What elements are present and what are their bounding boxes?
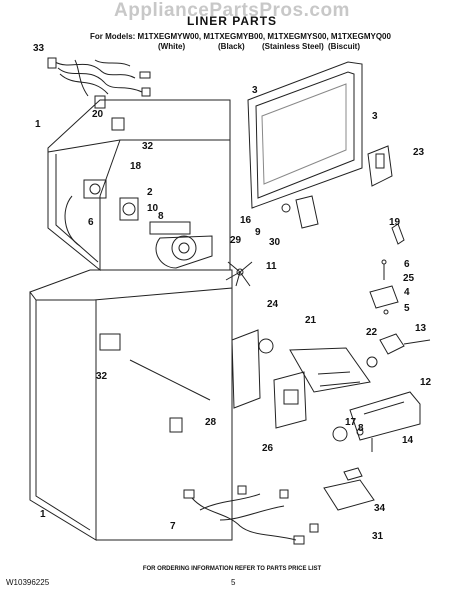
light-lens	[323, 467, 375, 511]
fan-blade	[225, 261, 253, 287]
variant-black: (Black)	[218, 42, 245, 51]
callout-28: 28	[205, 417, 217, 428]
callout-25: 25	[403, 273, 415, 284]
callout-32-top: 32	[142, 141, 154, 152]
callout-6-right: 6	[404, 259, 410, 270]
page-title: LINER PARTS	[186, 14, 278, 28]
callout-24: 24	[267, 299, 279, 310]
small-hardware	[332, 426, 373, 452]
page-number: 5	[231, 578, 236, 587]
callout-6-left: 6	[88, 217, 94, 228]
variant-biscuit: (Biscuit)	[328, 42, 360, 51]
callout-18: 18	[130, 161, 142, 172]
callout-9: 9	[255, 227, 261, 238]
callout-14: 14	[402, 435, 414, 446]
callout-23: 23	[413, 147, 425, 158]
callout-13: 13	[415, 323, 427, 334]
callout-7: 7	[170, 521, 176, 532]
callout-5: 5	[404, 303, 410, 314]
callout-17: 17	[345, 417, 357, 428]
ordering-note: FOR ORDERING INFORMATION REFER TO PARTS …	[142, 566, 322, 572]
freezer-liner	[47, 99, 231, 272]
callout-8-top: 8	[158, 211, 164, 222]
callout-34: 34	[374, 503, 386, 514]
callout-4: 4	[404, 287, 410, 298]
light-housing	[367, 145, 393, 187]
callout-3-left: 3	[252, 85, 258, 96]
callout-22: 22	[366, 327, 378, 338]
callout-12: 12	[420, 377, 432, 388]
callout-2: 2	[147, 187, 153, 198]
callout-30: 30	[269, 237, 281, 248]
bracket-30	[281, 195, 319, 229]
variant-stainless: (Stainless Steel)	[262, 42, 324, 51]
callout-8-bottom: 8	[358, 423, 364, 434]
damper-housing	[231, 329, 371, 409]
callout-32-bottom: 32	[96, 371, 108, 382]
thermostat-parts	[369, 223, 405, 315]
callout-1-top: 1	[35, 119, 41, 130]
wiring-harness-top	[47, 57, 151, 109]
models-line: For Models: M1TXEGMYW00, M1TXEGMYB00, M1…	[90, 32, 391, 41]
callout-21: 21	[305, 315, 317, 326]
liner-back-panel	[247, 61, 363, 209]
callout-19: 19	[389, 217, 401, 228]
callout-10: 10	[147, 203, 159, 214]
callout-1-bottom: 1	[40, 509, 46, 520]
watermark: AppliancePartsPros.com	[114, 0, 350, 21]
callout-16: 16	[240, 215, 252, 226]
control-housing	[273, 371, 307, 429]
bracket-13	[366, 333, 431, 368]
callout-33: 33	[33, 43, 45, 54]
callout-20: 20	[92, 109, 104, 120]
callout-11: 11	[266, 261, 277, 272]
wiring-harness-bottom	[183, 485, 319, 545]
variant-white: (White)	[158, 42, 186, 51]
callout-3-right: 3	[372, 111, 378, 122]
fan-assembly	[64, 179, 191, 247]
callout-26: 26	[262, 443, 274, 454]
fan-shroud	[155, 235, 213, 269]
callout-31: 31	[372, 531, 384, 542]
fresh-food-liner	[29, 269, 233, 541]
callout-29: 29	[230, 235, 242, 246]
document-number: W10396225	[6, 578, 50, 587]
